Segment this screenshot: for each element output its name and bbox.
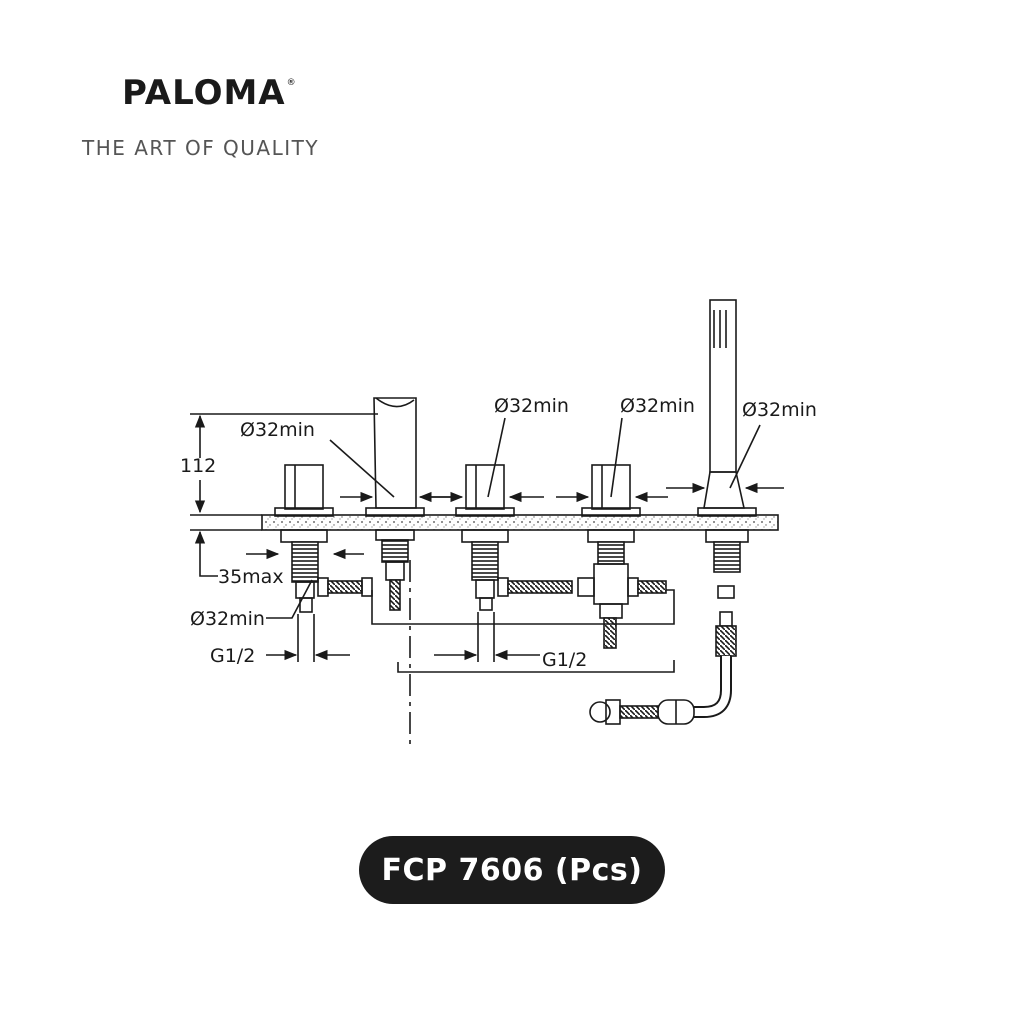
spout-body (373, 397, 417, 509)
middle-thread-label: G1/2 (542, 649, 587, 671)
valve1-diameter-label: Ø32min (494, 395, 569, 417)
product-code: FCP 7606 (Pcs) (381, 852, 643, 888)
max-deck-label: 35max (218, 566, 284, 588)
product-code-badge: FCP 7606 (Pcs) (359, 836, 665, 904)
height-label: 112 (180, 455, 216, 477)
left-diameter-label: Ø32min (190, 608, 265, 630)
left-thread-label: G1/2 (210, 645, 255, 667)
brand-logo: PALOMA® (122, 76, 296, 110)
middle-handle (465, 464, 505, 510)
brand-tagline: THE ART OF QUALITY (82, 136, 320, 160)
shower-diameter-label: Ø32min (742, 399, 817, 421)
registered-mark: ® (286, 78, 296, 88)
spout-diameter-label: Ø32min (240, 419, 315, 441)
diverter-body (593, 563, 629, 605)
valve2-diameter-label: Ø32min (620, 395, 695, 417)
left-handle (284, 464, 324, 510)
deck-slab (261, 514, 779, 531)
right-handle (591, 464, 631, 510)
brand-name: PALOMA (122, 73, 286, 113)
